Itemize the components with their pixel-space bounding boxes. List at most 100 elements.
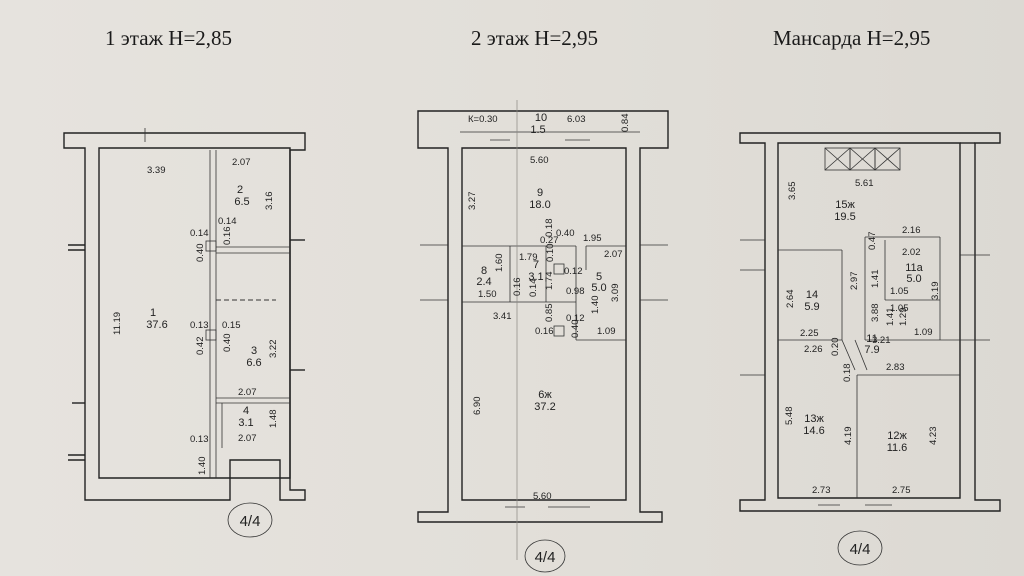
- attic-dim: 2.64: [785, 290, 796, 309]
- attic-dim: 4.19: [843, 427, 854, 446]
- floor2-title: 2 этаж H=2,95: [471, 26, 599, 50]
- floor1-plan: 3.39 2.07 3.16 0.14 0.14 0.40 0.16 11.19…: [63, 128, 306, 538]
- f2-dim: 0.85: [544, 304, 555, 323]
- attic-dim: 1.41: [870, 270, 881, 289]
- f1-dim: 2.07: [238, 433, 257, 444]
- f2-dim: 2.07: [604, 249, 623, 260]
- f1-room-number: 3: [251, 345, 257, 357]
- f2-dim: 0.16: [512, 278, 523, 297]
- f2-dim: 6.03: [567, 114, 586, 125]
- f2-dim: 1.60: [494, 254, 505, 273]
- f2-room-area: 5.0: [591, 282, 606, 294]
- attic-room-area: 14.6: [803, 425, 824, 437]
- f1-room-area: 6.5: [234, 196, 249, 208]
- f2-dim: 0.84: [620, 114, 631, 133]
- f2-dim: 1.95: [583, 233, 602, 244]
- f1-dim: 1.48: [268, 410, 279, 429]
- floor2-plan: К=0.30 6.03 0.84 5.60 3.27 0.27 0.40 0.1…: [417, 100, 669, 573]
- attic-room-number: 11: [866, 333, 877, 345]
- f1-dim: 0.14: [190, 228, 209, 239]
- f2-room-number: 5: [596, 271, 602, 283]
- f1-room-area: 6.6: [246, 357, 261, 369]
- f2-dim: 0.40: [556, 228, 575, 239]
- f2-room-number: 6ж: [538, 389, 552, 401]
- attic-dim: 5.61: [855, 178, 874, 189]
- attic-dim: 1.41: [885, 308, 896, 327]
- f2-dim: 0.40: [570, 320, 581, 339]
- attic-dim: 2.02: [902, 247, 921, 258]
- f1-dim: 3.39: [147, 165, 166, 176]
- f2-room-number: 8: [481, 265, 487, 277]
- f2-dim: 0.14: [528, 279, 539, 298]
- f1-dim: 2.07: [238, 387, 257, 398]
- attic-room-area: 7.9: [864, 344, 879, 356]
- f1-dim: 0.13: [190, 320, 209, 331]
- f1-dim: 0.40: [222, 334, 233, 353]
- f1-room-number: 4: [243, 405, 249, 417]
- f2-dim: 0.12: [564, 266, 583, 277]
- attic-room-number: 12ж: [887, 430, 907, 442]
- f2-dim: 0.10: [545, 244, 556, 263]
- f2-room-number: 10: [535, 112, 547, 124]
- f1-room-area: 37.6: [146, 319, 167, 331]
- attic-dim: 2.97: [849, 272, 860, 291]
- f1-room-number: 1: [150, 307, 156, 319]
- f2-dim: К=0.30: [468, 114, 498, 125]
- attic-room-number: 15ж: [835, 199, 855, 211]
- f2-dim: 3.41: [493, 311, 512, 322]
- attic-dim: 2.26: [804, 344, 823, 355]
- f2-dim: 3.27: [467, 192, 478, 211]
- f2-dim: 1.40: [590, 296, 601, 315]
- f2-dim: 3.09: [610, 284, 621, 303]
- attic-dim: 0.20: [830, 338, 841, 357]
- f1-dim: 2.07: [232, 157, 251, 168]
- f2-dim: 0.18: [544, 219, 555, 238]
- attic-dim: 1.29: [898, 308, 909, 327]
- f2-room-area: 37.2: [534, 401, 555, 413]
- f1-dim: 0.42: [195, 337, 206, 356]
- attic-dim: 1.05: [890, 303, 909, 314]
- attic-sheet-number: 4/4: [850, 541, 871, 558]
- f1-dim: 0.40: [195, 244, 206, 263]
- attic-dim: 0.47: [867, 232, 878, 251]
- f1-dim: 0.15: [222, 320, 241, 331]
- f1-dim: 0.14: [218, 216, 237, 227]
- attic-dim: 4.23: [928, 427, 939, 446]
- attic-dim: 0.18: [842, 364, 853, 383]
- f2-dim: 5.60: [533, 491, 552, 502]
- f2-dim: 6.90: [472, 397, 483, 416]
- skylight-windows: [824, 147, 901, 171]
- attic-dim: 3.65: [787, 182, 798, 201]
- f1-dim: 0.16: [222, 227, 233, 246]
- attic-dim: 3.19: [930, 282, 941, 301]
- attic-dim: 1.09: [914, 327, 933, 338]
- attic-dim: 2.75: [892, 485, 911, 496]
- f1-dim: 11.19: [112, 312, 123, 335]
- attic-dim: 5.48: [784, 407, 795, 426]
- f2-dim: 5.60: [530, 155, 549, 166]
- f2-dim: 1.09: [597, 326, 616, 337]
- f2-room-number: 9: [537, 187, 543, 199]
- floor2-sheet-number: 4/4: [535, 549, 556, 566]
- attic-dim: 3.21: [872, 335, 891, 346]
- attic-plan: 5.61 3.65 2.16 0.47 2.02 2.97 1.41 1.05 …: [739, 132, 1001, 566]
- f1-room-number: 2: [237, 184, 243, 196]
- f1-dim: 1.40: [197, 457, 208, 476]
- f2-dim: 0.98: [566, 286, 585, 297]
- floor1-title: 1 этаж H=2,85: [105, 26, 233, 50]
- f2-room-area: 3.1: [528, 271, 543, 283]
- attic-room-number: 11а: [905, 262, 923, 274]
- f2-room-number: 7: [533, 259, 539, 271]
- f2-dim: 0.27: [540, 235, 559, 246]
- f1-dim: 3.22: [268, 340, 279, 359]
- f2-room-area: 18.0: [529, 199, 550, 211]
- attic-dim: 2.73: [812, 485, 831, 496]
- attic-room-number: 13ж: [804, 413, 824, 425]
- attic-room-area: 19.5: [834, 211, 855, 223]
- attic-title: Мансарда H=2,95: [773, 26, 931, 50]
- f1-dim: 0.13: [190, 434, 209, 445]
- floor1-sheet-number: 4/4: [240, 513, 261, 530]
- attic-dim: 3.88: [870, 304, 881, 323]
